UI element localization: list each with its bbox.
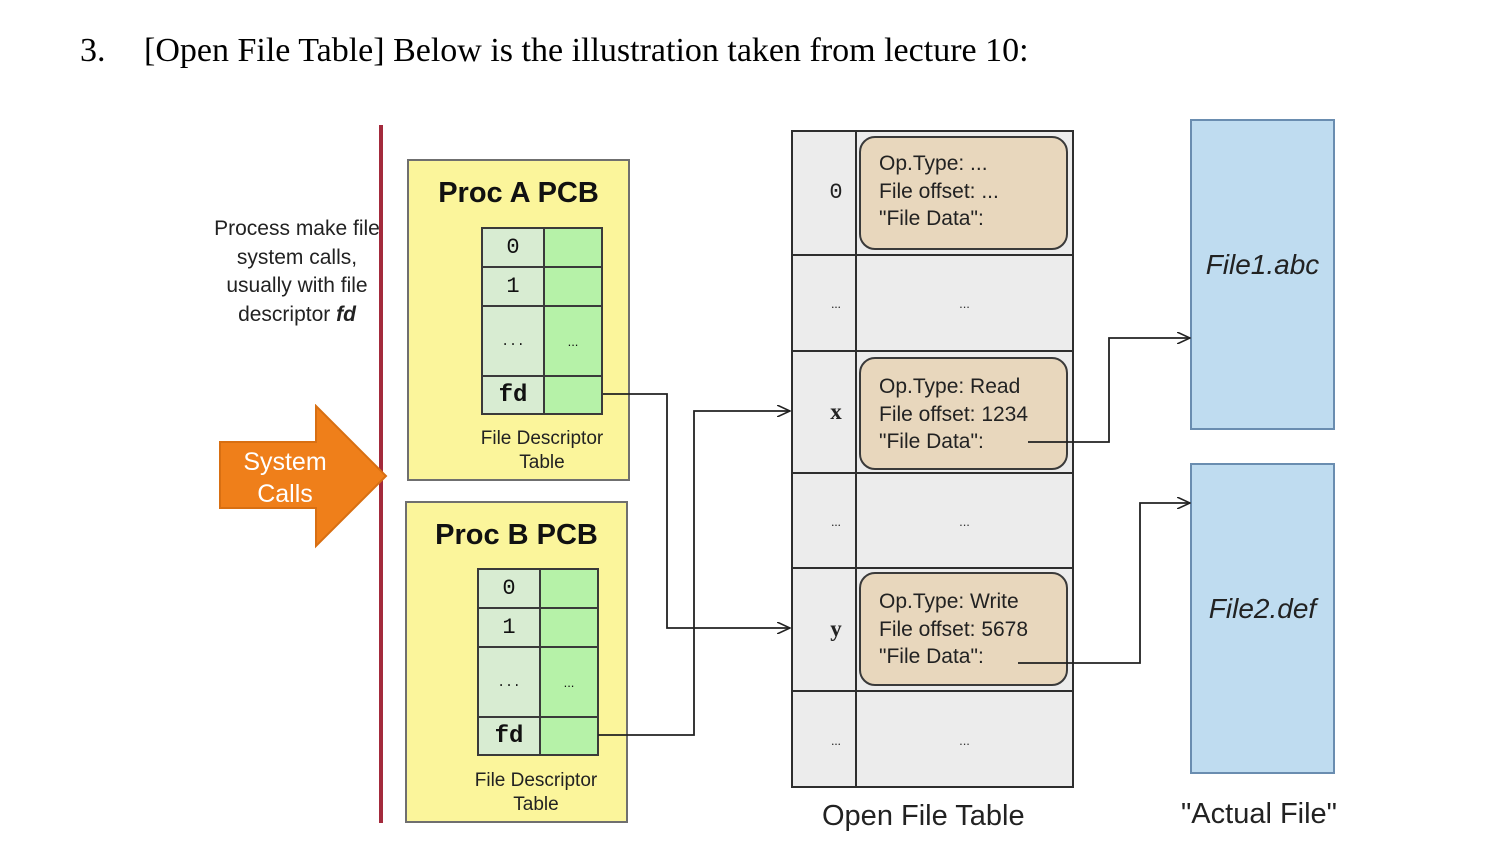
proc-a-fd-index-ellipsis: ... — [481, 305, 545, 377]
entry-op-type: Op.Type: Read — [879, 375, 1021, 398]
oft-entry-ellipsis: ... — [959, 514, 970, 529]
entry-file-offset: File offset: 5678 — [879, 617, 1029, 641]
open-file-table-caption: Open File Table — [822, 800, 1025, 832]
oft-index-0: 0 — [829, 180, 843, 205]
oft-row-separator — [791, 350, 1074, 352]
proc-a-fd-caption: File Descriptor Table — [429, 427, 655, 475]
proc-b-fd-index-0: 0 — [477, 568, 541, 609]
proc-a-fd-pointer-ellipsis: ... — [543, 305, 603, 377]
oft-row-separator — [791, 254, 1074, 256]
entry-file-offset: File offset: 1234 — [879, 402, 1029, 426]
side-note-text: Process make file system calls, usually … — [214, 217, 380, 326]
proc-b-fd-pointer-ellipsis: ... — [539, 646, 599, 718]
oft-index-x: x — [830, 399, 842, 424]
file1-name: File1.abc — [1205, 248, 1320, 280]
proc-b-pcb: Proc B PCB 0 1 ...... fd File Descriptor… — [405, 501, 628, 823]
oft-index-ellipsis: ... — [831, 733, 841, 748]
proc-a-fd-pointer — [543, 266, 603, 307]
proc-b-fd-table: 0 1 ...... fd — [477, 568, 599, 756]
proc-a-fd-index-0: 0 — [481, 227, 545, 268]
connector-y-to-file2 — [1018, 503, 1190, 664]
entry-file-data: "File Data": — [879, 645, 984, 668]
proc-a-pcb: Proc A PCB 0 1 ...... fd File Descriptor… — [407, 159, 630, 481]
proc-a-fd-index-1: 1 — [481, 266, 545, 307]
file1-box: File1.abc — [1190, 119, 1335, 430]
entry-op-type: Op.Type: Write — [879, 590, 1019, 613]
proc-a-fd-pointer — [543, 375, 603, 415]
proc-b-fd-pointer — [539, 568, 599, 609]
system-calls-label: System Calls — [225, 446, 345, 510]
proc-b-fd-caption: File Descriptor Table — [423, 769, 649, 817]
oft-row-separator — [791, 567, 1074, 569]
connector-proc-a-to-y — [603, 393, 790, 628]
connector-proc-b-to-x — [598, 411, 790, 736]
file2-box: File2.def — [1190, 463, 1335, 774]
oft-entry-ellipsis: ... — [959, 733, 970, 748]
proc-b-fd-index-fd: fd — [477, 716, 541, 756]
proc-a-title: Proc A PCB — [438, 177, 599, 209]
oft-entry-y: Op.Type: Write File offset: 5678 "File D… — [859, 572, 1068, 686]
entry-file-offset: File offset: ... — [879, 179, 999, 203]
file2-name: File2.def — [1208, 592, 1317, 624]
side-note-emphasis: fd — [336, 302, 356, 326]
question-number: 3. — [80, 32, 106, 69]
entry-op-type: Op.Type: ... — [879, 152, 988, 175]
system-calls-label-line1: System — [243, 448, 327, 476]
proc-b-fd-index-ellipsis: ... — [477, 646, 541, 718]
entry-file-data: "File Data": — [879, 430, 984, 453]
proc-a-caption-line2: Table — [519, 452, 565, 473]
proc-b-caption-line1: File Descriptor — [474, 770, 598, 791]
connector-x-to-file1 — [1028, 338, 1190, 443]
oft-index-y: y — [830, 616, 842, 641]
question-text: [Open File Table] Below is the illustrat… — [144, 32, 1029, 69]
proc-a-fd-pointer — [543, 227, 603, 268]
oft-entry-0: Op.Type: ... File offset: ... "File Data… — [859, 136, 1068, 250]
proc-b-fd-pointer — [539, 716, 599, 756]
actual-file-caption: "Actual File" — [1181, 798, 1337, 830]
system-calls-arrow — [219, 404, 388, 549]
proc-a-fd-table: 0 1 ...... fd — [481, 227, 603, 415]
oft-entry-x: Op.Type: Read File offset: 1234 "File Da… — [859, 357, 1068, 470]
proc-b-title: Proc B PCB — [435, 519, 598, 551]
proc-b-fd-index-1: 1 — [477, 607, 541, 648]
oft-column-divider — [855, 130, 857, 788]
proc-b-caption-line2: Table — [513, 794, 559, 815]
oft-entry-ellipsis: ... — [959, 296, 970, 311]
oft-row-separator — [791, 690, 1074, 692]
oft-index-ellipsis: ... — [831, 514, 841, 529]
proc-a-caption-line1: File Descriptor — [480, 428, 604, 449]
system-calls-label-line2: Calls — [257, 480, 313, 508]
oft-row-separator — [791, 472, 1074, 474]
side-note: Process make file system calls, usually … — [212, 215, 382, 329]
proc-b-fd-pointer — [539, 607, 599, 648]
question-heading: 3. [Open File Table] Below is the illustr… — [80, 32, 1029, 70]
proc-a-fd-index-fd: fd — [481, 375, 545, 415]
entry-file-data: "File Data": — [879, 207, 984, 230]
oft-index-ellipsis: ... — [831, 296, 841, 311]
